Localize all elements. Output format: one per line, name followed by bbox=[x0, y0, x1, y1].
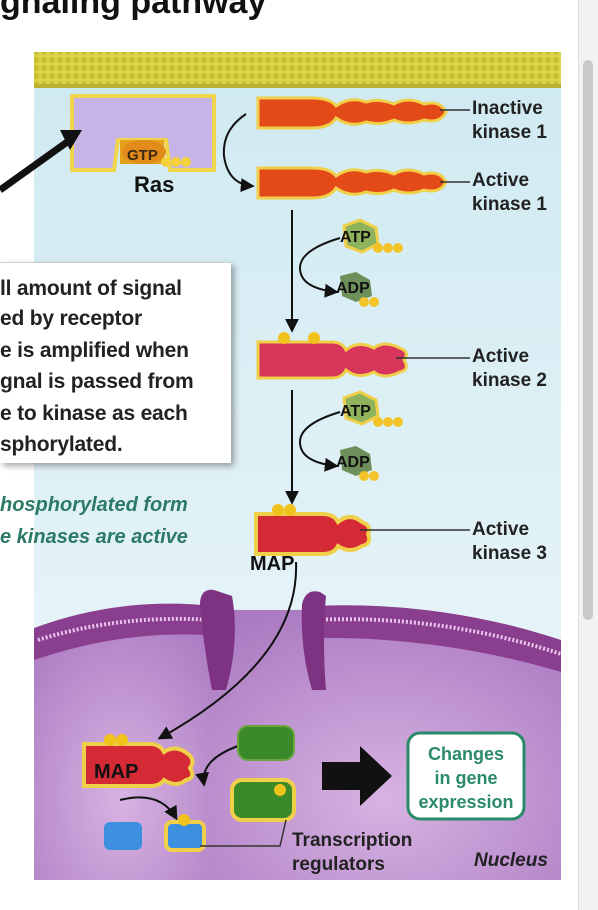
transcription-label-line2: regulators bbox=[292, 854, 385, 875]
nuclear-envelope-right bbox=[310, 605, 561, 672]
ras-label: Ras bbox=[134, 172, 174, 197]
callout-line-2: ed by receptor bbox=[0, 307, 142, 330]
plasma-membrane bbox=[34, 52, 561, 86]
atp-molecule-1 bbox=[342, 218, 403, 254]
expression-arrow bbox=[322, 746, 392, 806]
callout-line-4: gnal is passed from bbox=[0, 370, 194, 393]
active-regulator-green bbox=[230, 778, 296, 822]
atp-label-2: ATP bbox=[340, 403, 371, 420]
adp-molecule-2 bbox=[340, 446, 379, 481]
gtp-molecule bbox=[122, 140, 166, 164]
inactive-regulator-green bbox=[237, 725, 295, 761]
inactive-kinase-1 bbox=[256, 96, 448, 130]
active-kinase-2-label-line1: Active bbox=[472, 346, 529, 367]
adp-label-2: ADP bbox=[336, 454, 370, 471]
callout-line-1: ll amount of signal bbox=[0, 277, 182, 300]
active-kinase-3 bbox=[254, 504, 372, 556]
map-label-nucleus: MAP bbox=[94, 761, 138, 783]
active-kinase-2 bbox=[256, 332, 408, 380]
map-label-top: MAP bbox=[250, 553, 294, 575]
map-to-nucleus-arrow bbox=[157, 561, 298, 740]
phosphorylation-note-line-2: e kinases are active bbox=[0, 526, 188, 548]
changes-line1: Changes bbox=[428, 744, 504, 764]
amplification-callout: ll amount of signal ed by receptor e is … bbox=[0, 262, 231, 463]
inactive-kinase-1-label-line1: Inactive bbox=[472, 98, 543, 119]
page-heading: gnaling pathway bbox=[0, 0, 267, 21]
nucleus-label: Nucleus bbox=[474, 850, 548, 871]
transcription-label-line1: Transcription bbox=[292, 830, 412, 851]
active-kinase-3-label-line2: kinase 3 bbox=[472, 543, 547, 564]
active-kinase-1-label-line1: Active bbox=[472, 170, 529, 191]
activation-arrow-k1 bbox=[222, 113, 255, 193]
changes-line2: in gene bbox=[434, 768, 497, 788]
nuclear-pore-right bbox=[301, 591, 326, 690]
nuclear-map-kinase bbox=[82, 734, 195, 788]
ras-receptor bbox=[70, 94, 216, 172]
inactive-regulator-blue bbox=[104, 822, 142, 850]
inactive-kinase-1-label-line2: kinase 1 bbox=[472, 122, 547, 143]
callout-line-6: sphorylated. bbox=[0, 433, 123, 456]
callout-line-3: e is amplified when bbox=[0, 339, 189, 362]
active-kinase-1-label-line2: kinase 1 bbox=[472, 194, 547, 215]
callout-line-5: e to kinase as each bbox=[0, 402, 188, 425]
adp-molecule-1 bbox=[340, 272, 379, 307]
changes-box bbox=[406, 731, 526, 821]
adp-label-1: ADP bbox=[336, 280, 370, 297]
signal-arrow bbox=[0, 137, 73, 193]
scrollbar-thumb[interactable] bbox=[583, 60, 593, 620]
nuclear-pore-left bbox=[200, 589, 235, 690]
atp-molecule-2 bbox=[342, 390, 403, 427]
active-regulator-blue bbox=[164, 820, 206, 852]
phosphorylation-note-line-1: hosphorylated form bbox=[0, 494, 188, 516]
gtp-label: GTP bbox=[127, 147, 158, 164]
active-kinase-3-label-line1: Active bbox=[472, 519, 529, 540]
nuclear-envelope-left bbox=[34, 603, 216, 660]
active-kinase-2-label-line2: kinase 2 bbox=[472, 370, 547, 391]
changes-line3: expression bbox=[418, 792, 513, 812]
atp-label-1: ATP bbox=[340, 229, 371, 246]
